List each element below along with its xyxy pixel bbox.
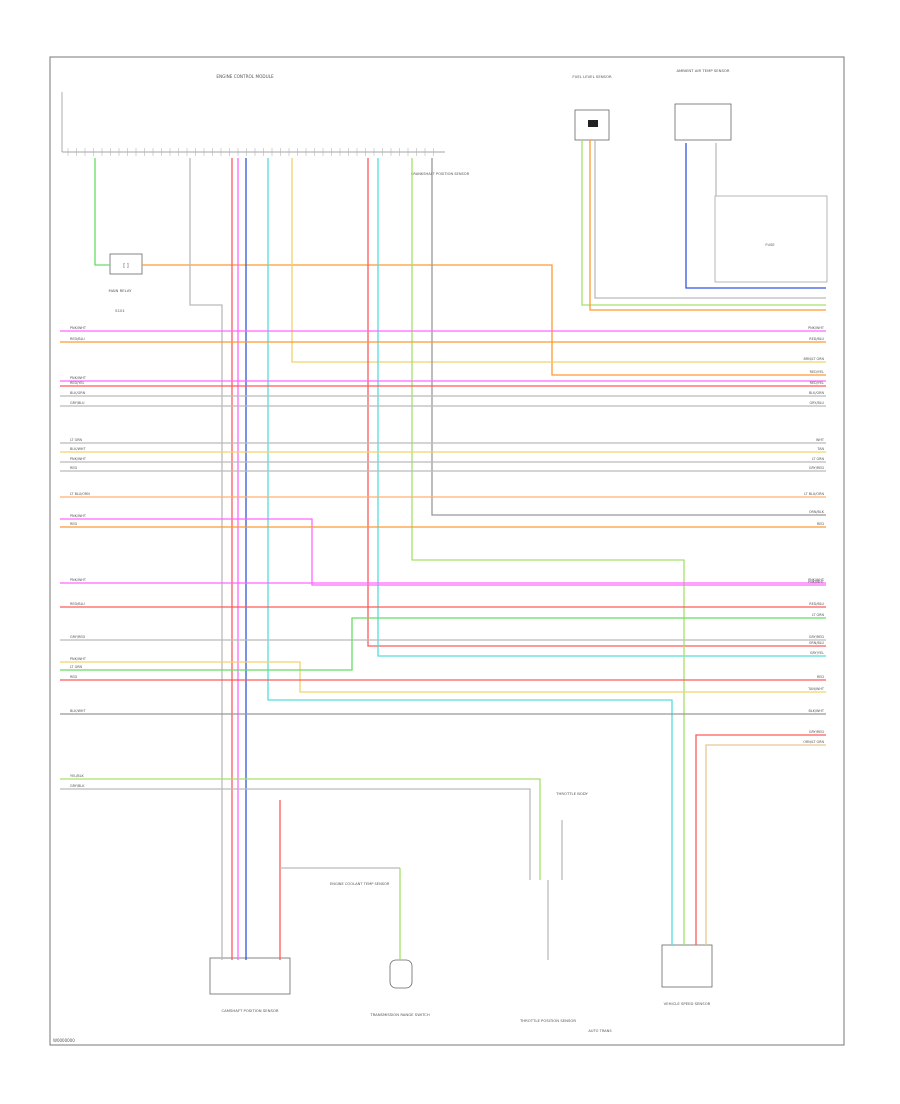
footer-id: W0000000 bbox=[53, 1038, 75, 1043]
right-wire-label-9: TAN bbox=[816, 447, 824, 451]
camshaft-sensor-label: CAMSHAFT POSITION SENSOR bbox=[222, 1008, 279, 1013]
right-wire-label-5: RED/YEL bbox=[810, 381, 824, 385]
right-wire-label-15: PNK/WHT bbox=[808, 578, 825, 582]
left-wire-label-22: GRY/BLK bbox=[70, 784, 85, 788]
fuse-label: FUSE bbox=[765, 243, 775, 247]
throttle-position-sensor: THROTTLE BODY THROTTLE POSITION SENSOR bbox=[519, 791, 589, 1023]
vehicle-speed-sensor: VEHICLE SPEED SENSOR bbox=[661, 944, 713, 1006]
tps-label: THROTTLE POSITION SENSOR bbox=[519, 1018, 576, 1023]
wire-37 bbox=[685, 143, 826, 289]
diagram-border bbox=[49, 56, 845, 1046]
wire-36 bbox=[705, 744, 826, 945]
left-wire-label-15: RED/BLU bbox=[70, 602, 85, 606]
right-wire-label-2: RED/BLU bbox=[809, 337, 824, 341]
left-wire-label-11: LT BLU/ORN bbox=[70, 492, 90, 496]
crankshaft-sensor-label: CRANKSHAFT POSITION SENSOR bbox=[411, 172, 470, 176]
right-wire-label-6: BLK/GRN bbox=[809, 391, 825, 395]
left-wire-label-14: PNK/WHT bbox=[70, 578, 87, 582]
right-wire-label-13: ORN/BLK bbox=[809, 510, 825, 514]
camshaft-sensor: CAMSHAFT POSITION SENSOR bbox=[209, 957, 291, 1013]
left-wire-label-17: PNK/WHT bbox=[70, 657, 87, 661]
wire-group bbox=[60, 140, 826, 960]
right-wire-label-23: TAN/WHT bbox=[807, 687, 825, 691]
left-wire-label-5: BLK/GRN bbox=[70, 391, 86, 395]
vss-label: VEHICLE SPEED SENSOR bbox=[664, 1001, 711, 1006]
wire-3 bbox=[189, 158, 223, 960]
right-wire-label-20: ORN/BLU bbox=[809, 641, 825, 645]
wire-1 bbox=[94, 158, 110, 266]
ambient-temp-sensor-label: AMBIENT AIR TEMP SENSOR bbox=[676, 68, 729, 73]
left-wire-label-4: RED/YEL bbox=[70, 381, 84, 385]
left-wire-label-21: YEL/BLK bbox=[70, 774, 84, 778]
mode-label: AUTO TRANS bbox=[588, 1029, 612, 1033]
left-wire-label-19: RED bbox=[70, 675, 77, 679]
right-wire-label-16: PNK/WHT bbox=[808, 580, 825, 584]
wire-7 bbox=[267, 158, 673, 945]
left-wire-label-10: RED bbox=[70, 466, 77, 470]
right-wire-label-11: GRY/RED bbox=[809, 466, 824, 470]
wire-39 bbox=[581, 140, 826, 306]
right-wire-label-8: WHT bbox=[816, 438, 825, 442]
wire-29 bbox=[60, 661, 826, 693]
right-wire-label-18: LT GRN bbox=[812, 613, 825, 617]
right-wire-labels: PNK/WHT RED/BLU BRN/LT GRN RED/YEL RED/YEL BL… bbox=[803, 326, 825, 744]
right-wire-label-3: BRN/LT GRN bbox=[804, 357, 825, 361]
relay-glyph: [ ] bbox=[123, 263, 129, 269]
trans-range-switch: TRANSMISSION RANGE SWITCH ENGINE COOLANT… bbox=[330, 882, 430, 1017]
wire-2 bbox=[142, 264, 826, 376]
relay-sub-label: S101 bbox=[115, 308, 125, 313]
wire-24 bbox=[60, 518, 826, 586]
right-wire-label-22: RED bbox=[817, 675, 824, 679]
right-wire-label-14: RED bbox=[817, 522, 824, 526]
left-wire-label-6: GRY/BLU bbox=[70, 401, 85, 405]
ecm-connector: ENGINE CONTROL MODULE bbox=[61, 74, 445, 156]
wire-33 bbox=[60, 778, 541, 880]
left-wire-label-20: BLK/WHT bbox=[70, 709, 86, 713]
wire-34 bbox=[60, 788, 531, 880]
wire-12 bbox=[431, 158, 826, 516]
right-wire-label-12: LT BLU/ORN bbox=[804, 492, 824, 496]
trans-range-switch-label: TRANSMISSION RANGE SWITCH bbox=[369, 1012, 430, 1017]
left-wire-label-2: RED/BLU bbox=[70, 337, 85, 341]
main-relay: [ ] MAIN RELAY S101 bbox=[109, 253, 143, 313]
fuel-level-sensor-label: FUEL LEVEL SENSOR bbox=[572, 74, 612, 79]
wire-8 bbox=[291, 158, 826, 363]
left-wire-label-7: LT GRN bbox=[70, 438, 83, 442]
left-wire-label-3: PNK/WHT bbox=[70, 376, 87, 380]
wire-40 bbox=[594, 140, 826, 299]
right-wire-label-21: GRY/YEL bbox=[810, 651, 824, 655]
right-wire-label-17: RED/BLU bbox=[809, 602, 824, 606]
right-wire-label-25: GRY/RED bbox=[809, 730, 824, 734]
left-wire-label-8: BLK/WHT bbox=[70, 447, 86, 451]
left-wire-label-16: GRY/RED bbox=[70, 635, 85, 639]
wire-10 bbox=[377, 158, 826, 657]
right-wire-label-19: GRY/RED bbox=[809, 635, 824, 639]
right-wire-label-4: RED/YEL bbox=[810, 370, 824, 374]
relay-label: MAIN RELAY bbox=[109, 288, 133, 293]
ecm-label: ENGINE CONTROL MODULE bbox=[216, 74, 274, 79]
left-wire-label-1: PNK/WHT bbox=[70, 326, 87, 330]
left-wire-label-13: RED bbox=[70, 522, 77, 526]
left-wire-label-12: PNK/WHT bbox=[70, 514, 87, 518]
left-wire-label-9: PNK/WHT bbox=[70, 457, 87, 461]
right-wire-label-24: BLK/WHT bbox=[808, 709, 824, 713]
left-wire-label-18: LT GRN bbox=[70, 665, 83, 669]
wire-9 bbox=[367, 158, 826, 647]
right-wire-label-1: PNK/WHT bbox=[808, 326, 825, 330]
wire-11 bbox=[411, 158, 685, 945]
fuel-level-sensor: FUEL LEVEL SENSOR bbox=[572, 74, 612, 141]
throttle-body-label: THROTTLE BODY bbox=[555, 791, 588, 796]
right-wire-label-7: GRY/BLU bbox=[809, 401, 824, 405]
left-wire-labels: PNK/WHTRED/BLUPNK/WHTRED/YELBLK/GRNGRY/B… bbox=[70, 326, 90, 788]
ect-sensor-label: ENGINE COOLANT TEMP SENSOR bbox=[330, 882, 390, 886]
wire-41 bbox=[589, 140, 826, 311]
wire-30 bbox=[60, 617, 826, 671]
ambient-temp-sensor: AMBIENT AIR TEMP SENSOR FUSE bbox=[674, 68, 828, 283]
right-wire-label-26: ORN/LT GRN bbox=[803, 740, 824, 744]
right-wire-label-10: LT GRN bbox=[812, 457, 825, 461]
wire-35 bbox=[695, 734, 826, 945]
